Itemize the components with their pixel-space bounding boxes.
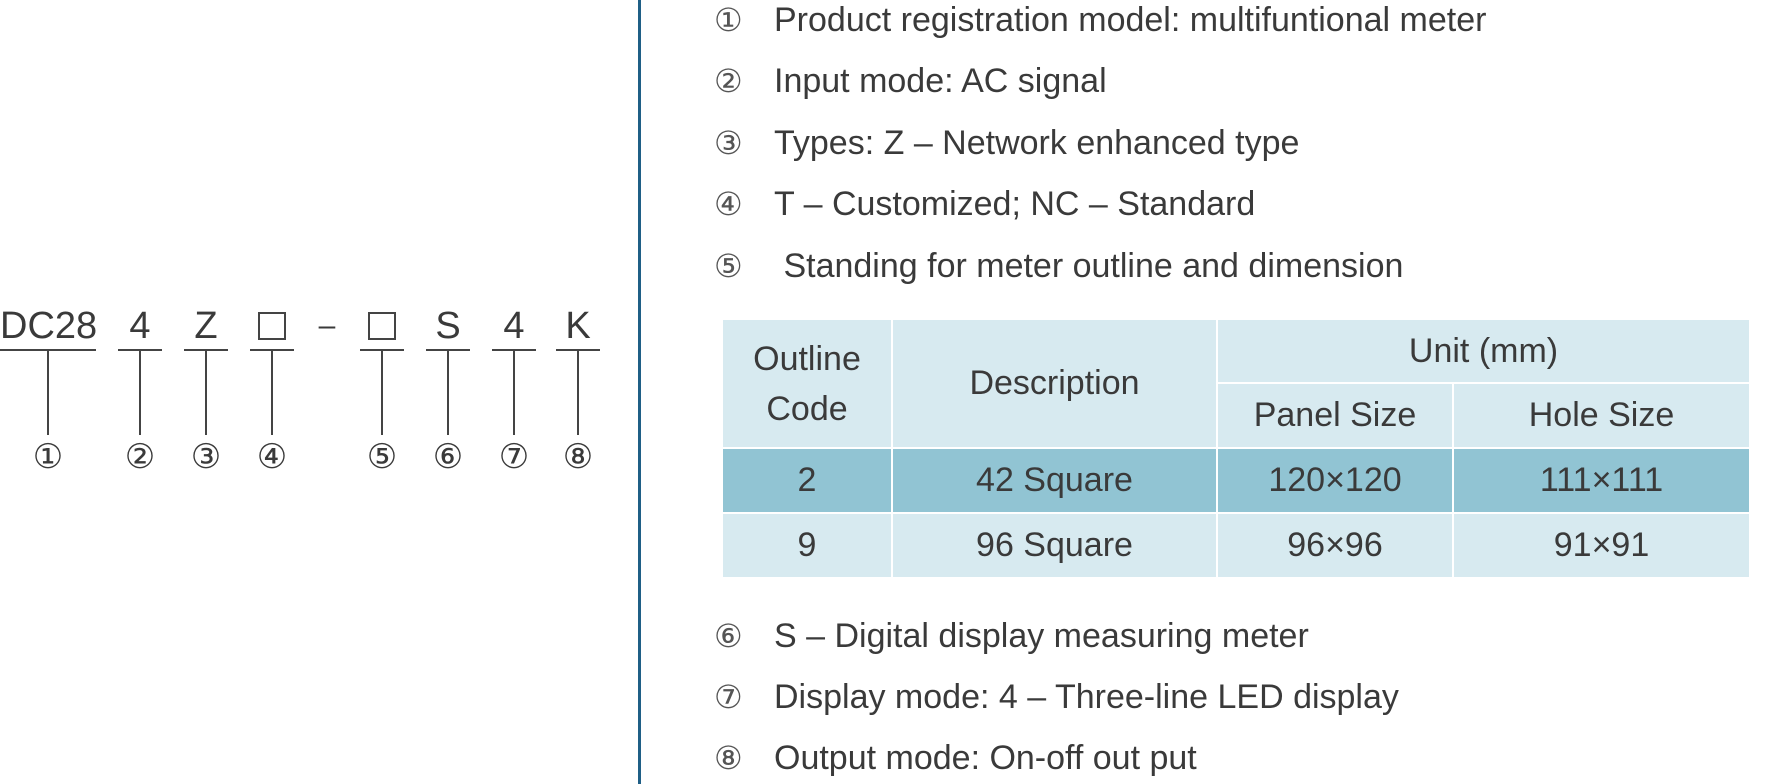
code-number: ② [124,437,156,477]
code-underline [118,349,162,351]
code-segment-text: DC28 [0,305,98,347]
header-description: Description [891,318,1218,449]
code-number: ⑦ [498,437,530,477]
code-underline [556,349,600,351]
cell-panel-size: 120×120 [1216,447,1454,514]
code-segment-3: Z ③ [184,304,228,477]
header-hole-size: Hole Size [1451,382,1752,449]
item-text: Input mode: AC signal [774,62,1107,100]
code-segment-text: 4 [129,305,151,347]
code-stem [513,351,515,435]
model-code-diagram: DC28 ① 4 ② Z ③ ④ – ⑤ [0,0,640,784]
cell-description: 42 Square [891,447,1218,514]
outline-dimension-table: Outline Code Description Unit (mm) Panel… [721,318,1752,579]
item-text: Output mode: On-off out put [774,739,1197,777]
cell-hole-size: 91×91 [1451,512,1752,579]
item-text: Display mode: 4 – Three-line LED display [774,678,1399,716]
cell-hole-size: 111×111 [1451,447,1752,514]
table-row: 2 42 Square 120×120 111×111 [721,447,1752,514]
description-item-2: ② Input mode: AC signal [714,61,1107,101]
code-segment-4: ④ [250,304,294,477]
item-marker: ① [714,1,743,39]
item-marker: ② [714,62,743,100]
cell-description: 96 Square [891,512,1218,579]
code-underline [426,349,470,351]
item-text: Standing for meter outline and dimension [774,247,1404,285]
description-item-1: ① Product registration model: multifuntio… [714,0,1486,40]
code-number: ③ [190,437,222,477]
code-segment-8: K ⑧ [556,304,600,477]
header-unit: Unit (mm) [1215,318,1752,384]
item-text: Product registration model: multifuntion… [774,1,1487,39]
description-item-8: ⑧ Output mode: On-off out put [714,738,1197,778]
description-item-4: ④ T – Customized; NC – Standard [714,184,1255,224]
item-marker: ⑥ [714,617,743,655]
code-stem [47,351,49,435]
code-underline [184,349,228,351]
item-text: S – Digital display measuring meter [774,617,1309,655]
item-marker: ⑤ [714,247,743,285]
code-underline [0,349,96,351]
code-stem [205,351,207,435]
item-marker: ③ [714,124,743,162]
code-number: ① [32,437,64,477]
header-outline-code: Outline Code [721,318,893,449]
code-segment-box [250,304,294,348]
code-segment-text: 4 [503,305,525,347]
code-segment-1: DC28 ① [0,304,98,477]
header-outline-code-line1: Outline [753,339,861,378]
cell-code: 9 [721,512,893,579]
code-segment-text: S [435,305,461,347]
code-stem [447,351,449,435]
code-segment-5: ⑤ [360,304,404,477]
code-stem [577,351,579,435]
vertical-divider [638,0,641,784]
item-marker: ④ [714,185,743,223]
cell-code: 2 [721,447,893,514]
item-marker: ⑧ [714,739,743,777]
description-item-7: ⑦ Display mode: 4 – Three-line LED displa… [714,677,1399,717]
table-header-row: Outline Code Description Unit (mm) [721,318,1752,449]
code-segment-7: 4 ⑦ [492,304,536,477]
code-number: ⑧ [562,437,594,477]
description-item-5: ⑤ Standing for meter outline and dimensi… [714,246,1403,286]
description-item-6: ⑥ S – Digital display measuring meter [714,616,1309,656]
code-segment-2: 4 ② [118,304,162,477]
code-stem [381,351,383,435]
code-segment-text: Z [194,305,218,347]
item-text: Types: Z – Network enhanced type [774,124,1300,162]
code-stem [139,351,141,435]
item-text: T – Customized; NC – Standard [774,185,1256,223]
item-marker: ⑦ [714,678,743,716]
code-number: ⑥ [432,437,464,477]
code-stem [271,351,273,435]
code-number: ⑤ [366,437,398,477]
placeholder-box-icon [368,312,396,340]
code-number: ④ [256,437,288,477]
code-underline [250,349,294,351]
code-segment-6: S ⑥ [426,304,470,477]
header-panel-size: Panel Size [1216,382,1454,449]
cell-panel-size: 96×96 [1216,512,1454,579]
code-underline [492,349,536,351]
table-header-row: Panel Size Hole Size [722,382,1752,449]
table-row: 9 96 Square 96×96 91×91 [721,512,1752,579]
header-outline-code-line2: Code [766,389,848,428]
description-item-3: ③ Types: Z – Network enhanced type [714,123,1299,163]
code-segment-box [360,304,404,348]
code-separator: – [318,309,336,342]
code-underline [360,349,404,351]
placeholder-box-icon [258,312,286,340]
code-segment-text: K [565,305,591,347]
